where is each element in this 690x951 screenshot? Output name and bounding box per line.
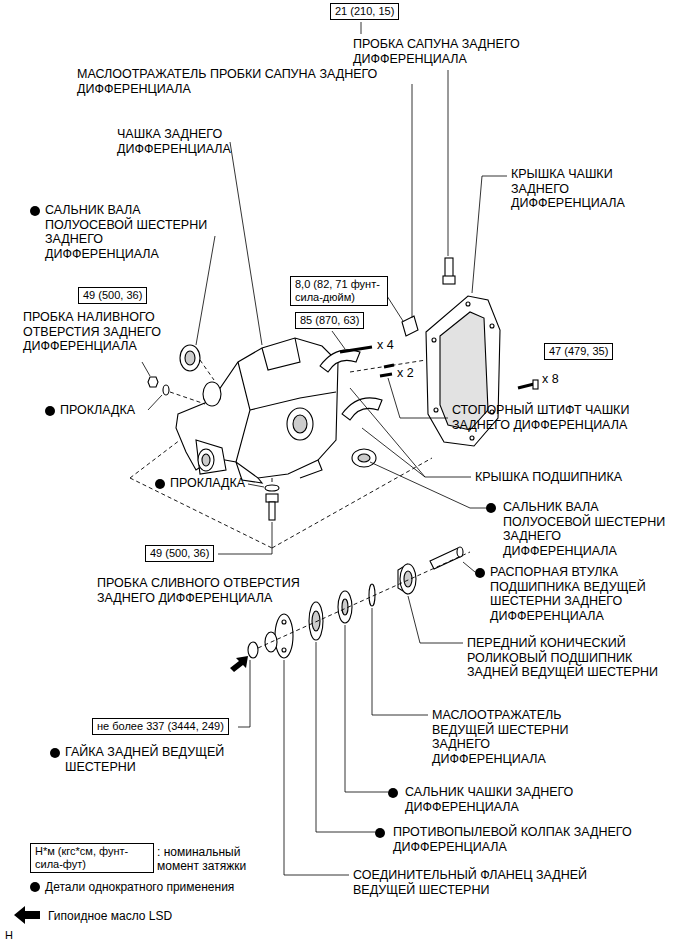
assembly-dashed-lines (130, 360, 470, 648)
legend-entry: Детали однократного применения (45, 880, 305, 894)
part-label: МАСЛООТРАЖАТЕЛЬ ВЕДУЩЕЙ ШЕСТЕРНИ ЗАДНЕГО… (432, 708, 592, 766)
torque-value: 49 (500, 36) (150, 547, 209, 560)
torque-box: не более 337 (3444, 249) (92, 718, 229, 735)
part-label: ПРОКЛАДКА (170, 476, 270, 491)
legend-sample-box: Н*м (кгс*см, фунт-сила-фут) (30, 843, 154, 873)
part-label: ПЕРЕДНИЙ КОНИЧЕСКИЙ РОЛИКОВЫЙ ПОДШИПНИК … (467, 636, 667, 680)
torque-value: 8,0 (82, 71 фунт-сила-дюйм) (295, 278, 383, 304)
part-label: РАСПОРНАЯ ВТУЛКА ПОДШИПНИКА ВЕДУЩЕЙ ШЕСТ… (490, 565, 672, 623)
torque-value: 85 (870, 63) (300, 314, 359, 327)
differential-carrier (176, 338, 338, 483)
torque-box: 49 (500, 36) (78, 287, 147, 304)
torque-box: 8,0 (82, 71 фунт-сила-дюйм) (290, 276, 388, 306)
torque-value: Н*м (кгс*см, фунт-сила-фут) (35, 845, 149, 871)
legend-text: Детали однократного применения (45, 880, 234, 894)
lsd-oil-arrow (230, 656, 248, 672)
part-label: ПРОБКА СЛИВНОГО ОТВЕРСТИЯ ЗАДНЕГО ДИФФЕР… (97, 576, 357, 605)
part-label: САЛЬНИК ЧАШКИ ЗАДНЕГО ДИФФЕРЕНЦИАЛА (405, 785, 635, 814)
part-label: ГАЙКА ЗАДНЕЙ ВЕДУЩЕЙ ШЕСТЕРНИ (65, 745, 265, 774)
legend-entry: Гипоидное масло LSD (48, 909, 268, 923)
torque-value: 47 (479, 35) (549, 345, 608, 358)
part-label: КРЫШКА ПОДШИПНИКА (475, 470, 655, 485)
torque-box: 21 (210, 15) (330, 3, 399, 20)
part-label: СТОПОРНЫЙ ШТИФТ ЧАШКИ ЗАДНЕГО ДИФФЕРЕНЦИ… (452, 403, 677, 432)
pinion-stack (248, 547, 463, 658)
part-label: ЧАШКА ЗАДНЕГО ДИФФЕРЕНЦИАЛА (117, 127, 267, 156)
part-label: САЛЬНИК ВАЛА ПОЛУОСЕВОЙ ШЕСТЕРНИ ЗАДНЕГО… (45, 203, 217, 261)
part-label: ПРОКЛАДКА (60, 403, 160, 418)
legend-arrow-sample (14, 906, 40, 924)
quantity-label: x 8 (542, 372, 582, 387)
legend-entry: : номинальный момент затяжки (157, 845, 269, 873)
quantity-label: x 2 (397, 366, 437, 381)
torque-box: 85 (870, 63) (295, 312, 364, 329)
torque-value: 49 (500, 36) (83, 289, 142, 302)
part-label: ПРОТИВОПЫЛЕВОЙ КОЛПАК ЗАДНЕГО ДИФФЕРЕНЦИ… (393, 825, 663, 854)
legend-text: Гипоидное масло LSD (48, 909, 172, 923)
part-label: САЛЬНИК ВАЛА ПОЛУОСЕВОЙ ШЕСТЕРНИ ЗАДНЕГО… (503, 500, 675, 558)
torque-box: 49 (500, 36) (145, 545, 214, 562)
part-label: МАСЛООТРАЖАТЕЛЬ ПРОБКИ САПУНА ЗАДНЕГО ДИ… (77, 67, 417, 96)
torque-value: не более 337 (3444, 249) (97, 720, 224, 733)
legend-text: : номинальный момент затяжки (157, 845, 246, 873)
part-label: ПРОБКА НАЛИВНОГО ОТВЕРСТИЯ ЗАДНЕГО ДИФФЕ… (23, 310, 163, 354)
quantity-label: x 4 (377, 338, 417, 353)
torque-value: 21 (210, 15) (335, 5, 394, 18)
torque-box: 47 (479, 35) (544, 343, 613, 360)
part-label: СОЕДИНИТЕЛЬНЫЙ ФЛАНЕЦ ЗАДНЕЙ ВЕДУЩЕЙ ШЕС… (353, 868, 633, 897)
part-label: ПРОБКА САПУНА ЗАДНЕГО ДИФФЕРЕНЦИАЛА (353, 37, 553, 66)
figure-code: H (5, 928, 35, 943)
part-label: КРЫШКА ЧАШКИ ЗАДНЕГО ДИФФЕРЕНЦИАЛА (511, 167, 636, 211)
